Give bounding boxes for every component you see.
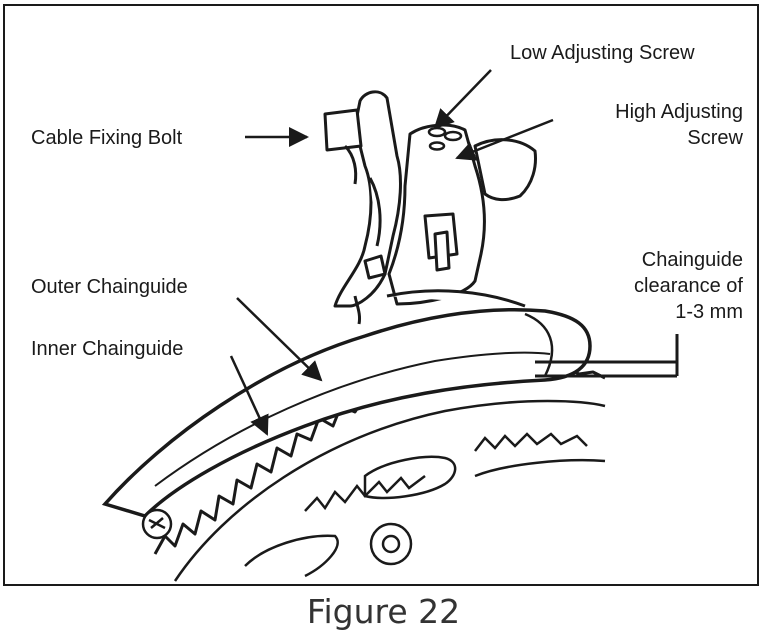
clearance-line2: clearance of: [634, 275, 743, 297]
clearance-line3: 1-3 mm: [675, 301, 743, 323]
high-screw-arrow: [455, 118, 554, 161]
low-adjusting-screw-label: Low Adjusting Screw: [510, 42, 695, 64]
cage-tail-screw: [141, 508, 173, 540]
inner-chainguide-arrow: [229, 355, 269, 436]
low-screw-arrow: [433, 69, 492, 130]
high-adjusting-screw-label: High Adjusting Screw: [615, 99, 743, 151]
figure-caption: Figure 22: [306, 592, 461, 631]
high-adjusting-screw-line2: Screw: [687, 127, 743, 149]
chainring-inner-teeth: [244, 432, 606, 578]
high-adjusting-screw-line1: High Adjusting: [615, 101, 743, 123]
clearance-bracket: [535, 334, 679, 378]
diagram-frame: Low Adjusting Screw High Adjusting Screw…: [3, 4, 759, 586]
clearance-line1: Chainguide: [641, 249, 743, 271]
inner-chainguide-label: Inner Chainguide: [31, 338, 184, 360]
derailleur-illustration: [101, 69, 679, 582]
chainguide-clearance-label: Chainguide clearance of 1-3 mm: [634, 247, 743, 325]
derailleur-body: [323, 90, 537, 325]
chainguide-cage: [101, 308, 592, 518]
adjusting-screws: [427, 126, 463, 151]
leader-arrows: [229, 69, 554, 436]
chainring-body: [173, 399, 606, 582]
outer-chainguide-arrow: [236, 297, 323, 382]
outer-chainguide-label: Outer Chainguide: [31, 276, 188, 298]
chainring-bolt: [369, 522, 413, 566]
cable-fixing-bolt-label: Cable Fixing Bolt: [31, 127, 183, 149]
